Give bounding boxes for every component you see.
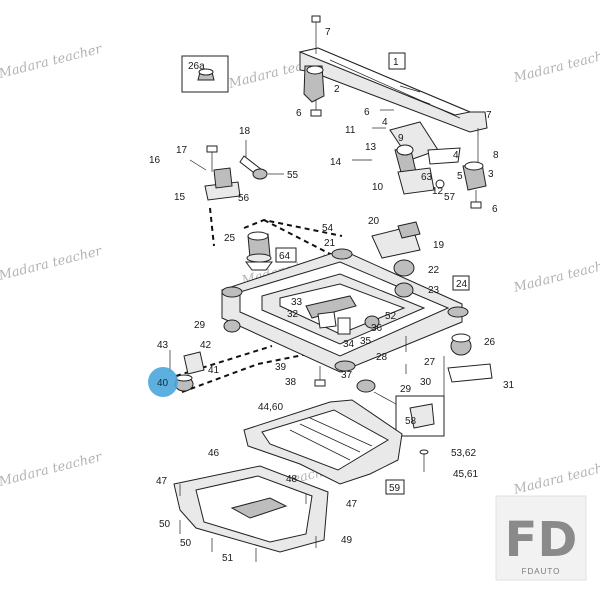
- label-part-20: 20: [368, 216, 380, 227]
- label-part-1: 1: [393, 57, 399, 68]
- label-part-4-b: 4: [453, 150, 459, 161]
- label-part-9: 9: [398, 133, 404, 144]
- label-part-50-b: 50: [180, 538, 192, 549]
- watermark-text: Madara teacher: [0, 42, 104, 82]
- left-mount-bushing: [169, 319, 241, 392]
- label-part-31: 31: [503, 380, 515, 391]
- label-part-3: 3: [488, 169, 494, 180]
- detail-box-58: [373, 391, 445, 437]
- torque-rod-bracket: [352, 109, 461, 195]
- label-part-33: 33: [291, 297, 303, 308]
- ref-box-59: [385, 479, 405, 495]
- label-part-34: 34: [343, 339, 355, 350]
- watermark-text: Madara teacher: [0, 244, 104, 284]
- label-part-24: 24: [456, 279, 468, 290]
- label-part-41: 41: [208, 365, 220, 376]
- label-part-47-b: 47: [346, 499, 358, 510]
- label-part-6-b: 6: [364, 107, 370, 118]
- label-part-23: 23: [428, 285, 440, 296]
- highlight-marker: [148, 367, 178, 397]
- part-number-labels: 1 2 3 4 4 5 6 6 6 7 7 8 9 10 11 12 13 14…: [149, 27, 515, 564]
- watermark-text: Madara teacher: [511, 458, 600, 498]
- engine-mount-bracket-left: [303, 15, 325, 117]
- rear-mount-bracket: [371, 221, 493, 404]
- label-part-56: 56: [238, 193, 250, 204]
- watermark-text: Madara teacher: [0, 450, 104, 490]
- label-part-32: 32: [287, 309, 299, 320]
- subframe-assembly: [221, 248, 469, 373]
- ref-box-1: [388, 52, 406, 70]
- label-part-11: 11: [345, 125, 356, 136]
- label-part-5: 5: [457, 171, 463, 182]
- label-part-54: 54: [322, 223, 334, 234]
- label-part-39: 39: [275, 362, 287, 373]
- label-part-30: 30: [420, 377, 432, 388]
- label-part-42: 42: [200, 340, 212, 351]
- assembly-dashed-lines: [175, 207, 349, 393]
- fdauto-logo: FD FDAUTO: [495, 495, 587, 581]
- label-part-6-c: 6: [492, 204, 498, 215]
- label-part-4: 4: [382, 117, 388, 128]
- label-part-13: 13: [365, 142, 377, 153]
- label-part-63: 63: [421, 172, 433, 183]
- label-part-7-b: 7: [486, 110, 492, 121]
- label-part-57: 57: [444, 192, 456, 203]
- label-part-10: 10: [372, 182, 384, 193]
- label-part-55: 55: [287, 170, 299, 181]
- label-part-58: 58: [405, 416, 417, 427]
- label-part-35: 35: [360, 336, 372, 347]
- label-part-26a: 26a: [188, 61, 205, 72]
- label-part-28: 28: [376, 352, 388, 363]
- label-part-37: 37: [341, 370, 353, 381]
- engine-mount-bracket-right: [462, 128, 487, 209]
- label-part-26: 26: [484, 337, 496, 348]
- label-part-38: 38: [285, 377, 297, 388]
- engine-undertray: [173, 465, 329, 562]
- label-part-21: 21: [324, 238, 336, 249]
- label-part-50: 50: [159, 519, 171, 530]
- label-part-29: 29: [194, 320, 206, 331]
- label-part-16: 16: [149, 155, 161, 166]
- label-part-53-62: 53,62: [451, 448, 476, 459]
- subframe-bolts: [314, 336, 407, 393]
- engine-mount-cushion: [245, 231, 297, 271]
- label-part-25: 25: [224, 233, 236, 244]
- label-part-15: 15: [174, 192, 186, 203]
- watermark-text: Madara teacher: [511, 256, 600, 296]
- label-part-46: 46: [208, 448, 220, 459]
- label-part-7: 7: [325, 27, 331, 38]
- label-part-2: 2: [334, 84, 340, 95]
- label-part-59: 59: [389, 483, 401, 494]
- stabilizer-link-bracket: [189, 140, 284, 201]
- front-crossmember-beam: [298, 47, 488, 133]
- label-part-44-60: 44,60: [258, 402, 283, 413]
- label-part-51: 51: [222, 553, 234, 564]
- label-part-29-b: 29: [400, 384, 412, 395]
- label-part-43: 43: [157, 340, 169, 351]
- label-part-49: 49: [341, 535, 353, 546]
- label-part-27: 27: [424, 357, 436, 368]
- label-part-52: 52: [385, 311, 397, 322]
- label-part-6: 6: [296, 108, 302, 119]
- label-part-47: 47: [156, 476, 168, 487]
- lower-splash-shield: [243, 399, 429, 485]
- label-part-48: 48: [286, 474, 298, 485]
- label-part-19: 19: [433, 240, 445, 251]
- label-part-18: 18: [239, 126, 251, 137]
- logo-caption: FDAUTO: [522, 567, 561, 576]
- logo-mark: FD: [505, 512, 578, 568]
- watermark-text: Madara teacher: [511, 46, 600, 86]
- label-part-36: 36: [371, 323, 383, 334]
- label-part-14: 14: [330, 157, 342, 168]
- label-part-8: 8: [493, 150, 499, 161]
- label-part-22: 22: [428, 265, 440, 276]
- detail-box-26a: [181, 55, 229, 93]
- label-part-17: 17: [176, 145, 188, 156]
- label-part-40: 40: [157, 378, 169, 389]
- label-part-45-61: 45,61: [453, 469, 478, 480]
- label-part-12: 12: [432, 186, 444, 197]
- label-part-64: 64: [279, 251, 291, 262]
